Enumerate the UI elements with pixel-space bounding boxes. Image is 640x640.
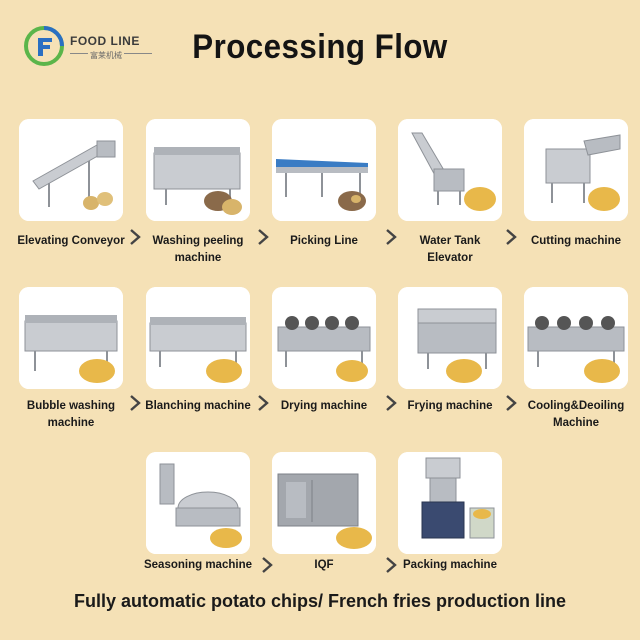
food-line-logo-icon [24, 26, 64, 66]
chevron-right-icon [262, 557, 273, 573]
step-label-water-tank-elevator: Water Tank Elevator [419, 235, 481, 264]
chevron-right-icon [386, 395, 397, 411]
step-image-elevating-conveyor [19, 119, 123, 221]
step-image-cooling-deoiling-machine [524, 287, 628, 389]
step-image-cutting-machine [524, 119, 628, 221]
step-label-packing-machine: Packing machine [403, 559, 497, 571]
step-image-washing-peeling-machine [146, 119, 250, 221]
brand-subtitle: 富莱机械 [90, 51, 122, 60]
step-label-cooling-deoiling-machine: Cooling&Deoiling Machine [527, 400, 625, 429]
step-image-iqf [272, 452, 376, 554]
flow-arrow [128, 228, 142, 246]
flow-arrow [504, 228, 518, 246]
flow-arrow [260, 556, 274, 574]
step-label-elevating-conveyor: Elevating Conveyor [17, 235, 125, 247]
step-image-packing-machine [398, 452, 502, 554]
chevron-right-icon [386, 557, 397, 573]
step-label-cutting-machine: Cutting machine [530, 235, 622, 247]
step-label-blanching-machine: Blanching machine [145, 400, 251, 412]
step-label-picking-line: Picking Line [290, 235, 358, 247]
chevron-right-icon [506, 229, 517, 245]
step-image-blanching-machine [146, 287, 250, 389]
flow-arrow [384, 228, 398, 246]
brand-logo: FOOD LINE 富莱机械 [24, 24, 154, 68]
step-label-iqf: IQF [314, 559, 334, 571]
chevron-right-icon [258, 229, 269, 245]
flow-arrow [256, 228, 270, 246]
chevron-right-icon [386, 229, 397, 245]
flow-arrow [128, 394, 142, 412]
brand-name: FOOD LINE [70, 34, 140, 48]
brand-divider-left [70, 53, 88, 54]
chevron-right-icon [506, 395, 517, 411]
flow-arrow [384, 394, 398, 412]
step-image-bubble-washing-machine [19, 287, 123, 389]
step-image-picking-line [272, 119, 376, 221]
step-label-bubble-washing-machine: Bubble washing machine [26, 400, 116, 429]
chevron-right-icon [130, 229, 141, 245]
brand-divider-right [124, 53, 152, 54]
footer-caption: Fully automatic potato chips/ French fri… [73, 591, 567, 611]
step-image-seasoning-machine [146, 452, 250, 554]
flow-arrow [256, 394, 270, 412]
page-title: Processing Flow [192, 28, 448, 66]
step-image-frying-machine [398, 287, 502, 389]
chevron-right-icon [258, 395, 269, 411]
step-image-water-tank-elevator [398, 119, 502, 221]
step-label-frying-machine: Frying machine [407, 400, 493, 412]
step-image-drying-machine [272, 287, 376, 389]
flow-arrow [384, 556, 398, 574]
flow-arrow [504, 394, 518, 412]
step-label-washing-peeling-machine: Washing peeling machine [152, 235, 244, 264]
step-label-seasoning-machine: Seasoning machine [143, 559, 252, 571]
step-label-drying-machine: Drying machine [280, 400, 368, 412]
chevron-right-icon [130, 395, 141, 411]
